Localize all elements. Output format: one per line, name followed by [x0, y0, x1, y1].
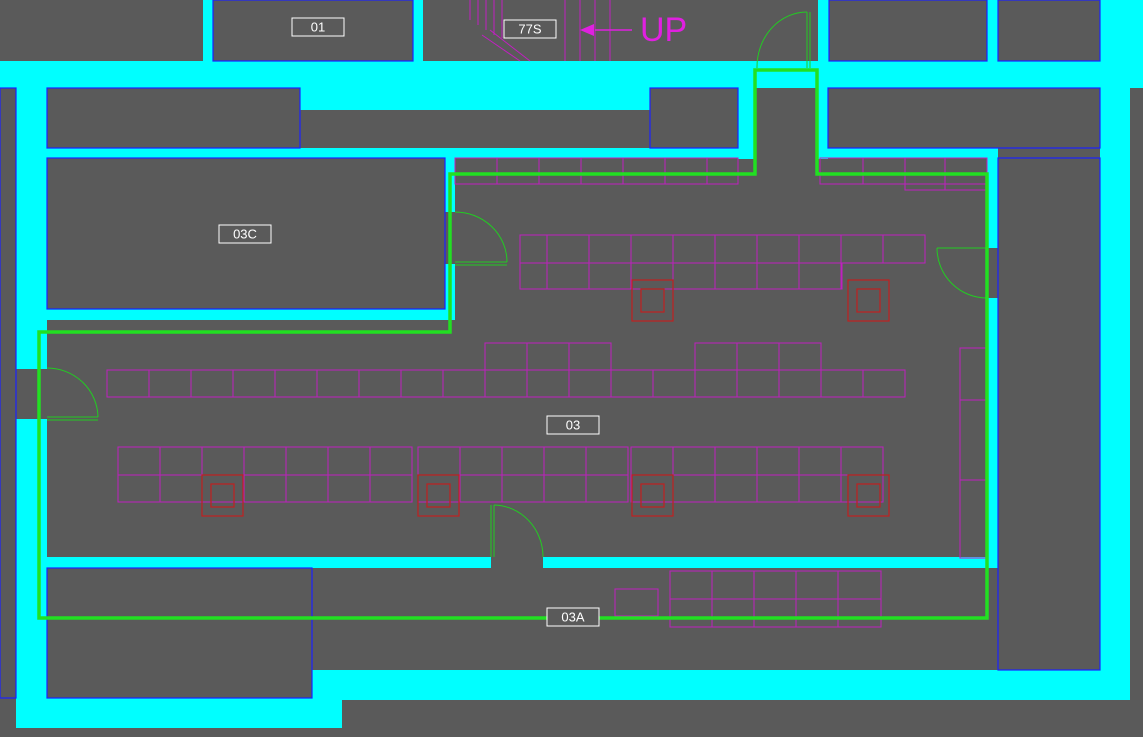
room-label-03a: 03A: [561, 610, 584, 625]
room-label-01: 01: [311, 20, 325, 35]
room-tag-77s[interactable]: 77S: [503, 19, 557, 39]
desk-cluster-top: [454, 157, 988, 191]
doors: [46, 11, 988, 558]
room-label-03c: 03C: [233, 227, 257, 242]
room-tag-01[interactable]: 01: [291, 17, 345, 37]
structural-columns: [201, 279, 890, 517]
desk-cluster-middle: [106, 342, 906, 398]
column-icon: [847, 474, 890, 517]
wall-outlines: [0, 0, 1101, 699]
column-icon: [417, 474, 460, 517]
door-icon: [490, 504, 544, 558]
column-icon: [631, 474, 674, 517]
door-icon: [46, 367, 99, 421]
stair-up-label: UP: [640, 11, 687, 49]
column-icon: [201, 474, 244, 517]
room-label-77s: 77S: [518, 22, 541, 37]
room-tag-03a[interactable]: 03A: [546, 607, 600, 627]
desk-cluster-lower: [117, 446, 884, 503]
room-label-03: 03: [566, 418, 580, 433]
room-tag-03c[interactable]: 03C: [218, 224, 272, 244]
door-icon: [756, 11, 811, 69]
door-icon: [454, 211, 508, 266]
door-icon: [936, 247, 988, 299]
stairs: UP: [469, 0, 687, 62]
room-03-selection-outline[interactable]: [37, 68, 989, 620]
room-tag-03[interactable]: 03: [546, 415, 600, 435]
desk-cluster-upper: [519, 234, 926, 290]
stair-arrow-head-icon: [580, 24, 594, 36]
column-icon: [847, 279, 890, 322]
column-icon: [631, 279, 674, 322]
